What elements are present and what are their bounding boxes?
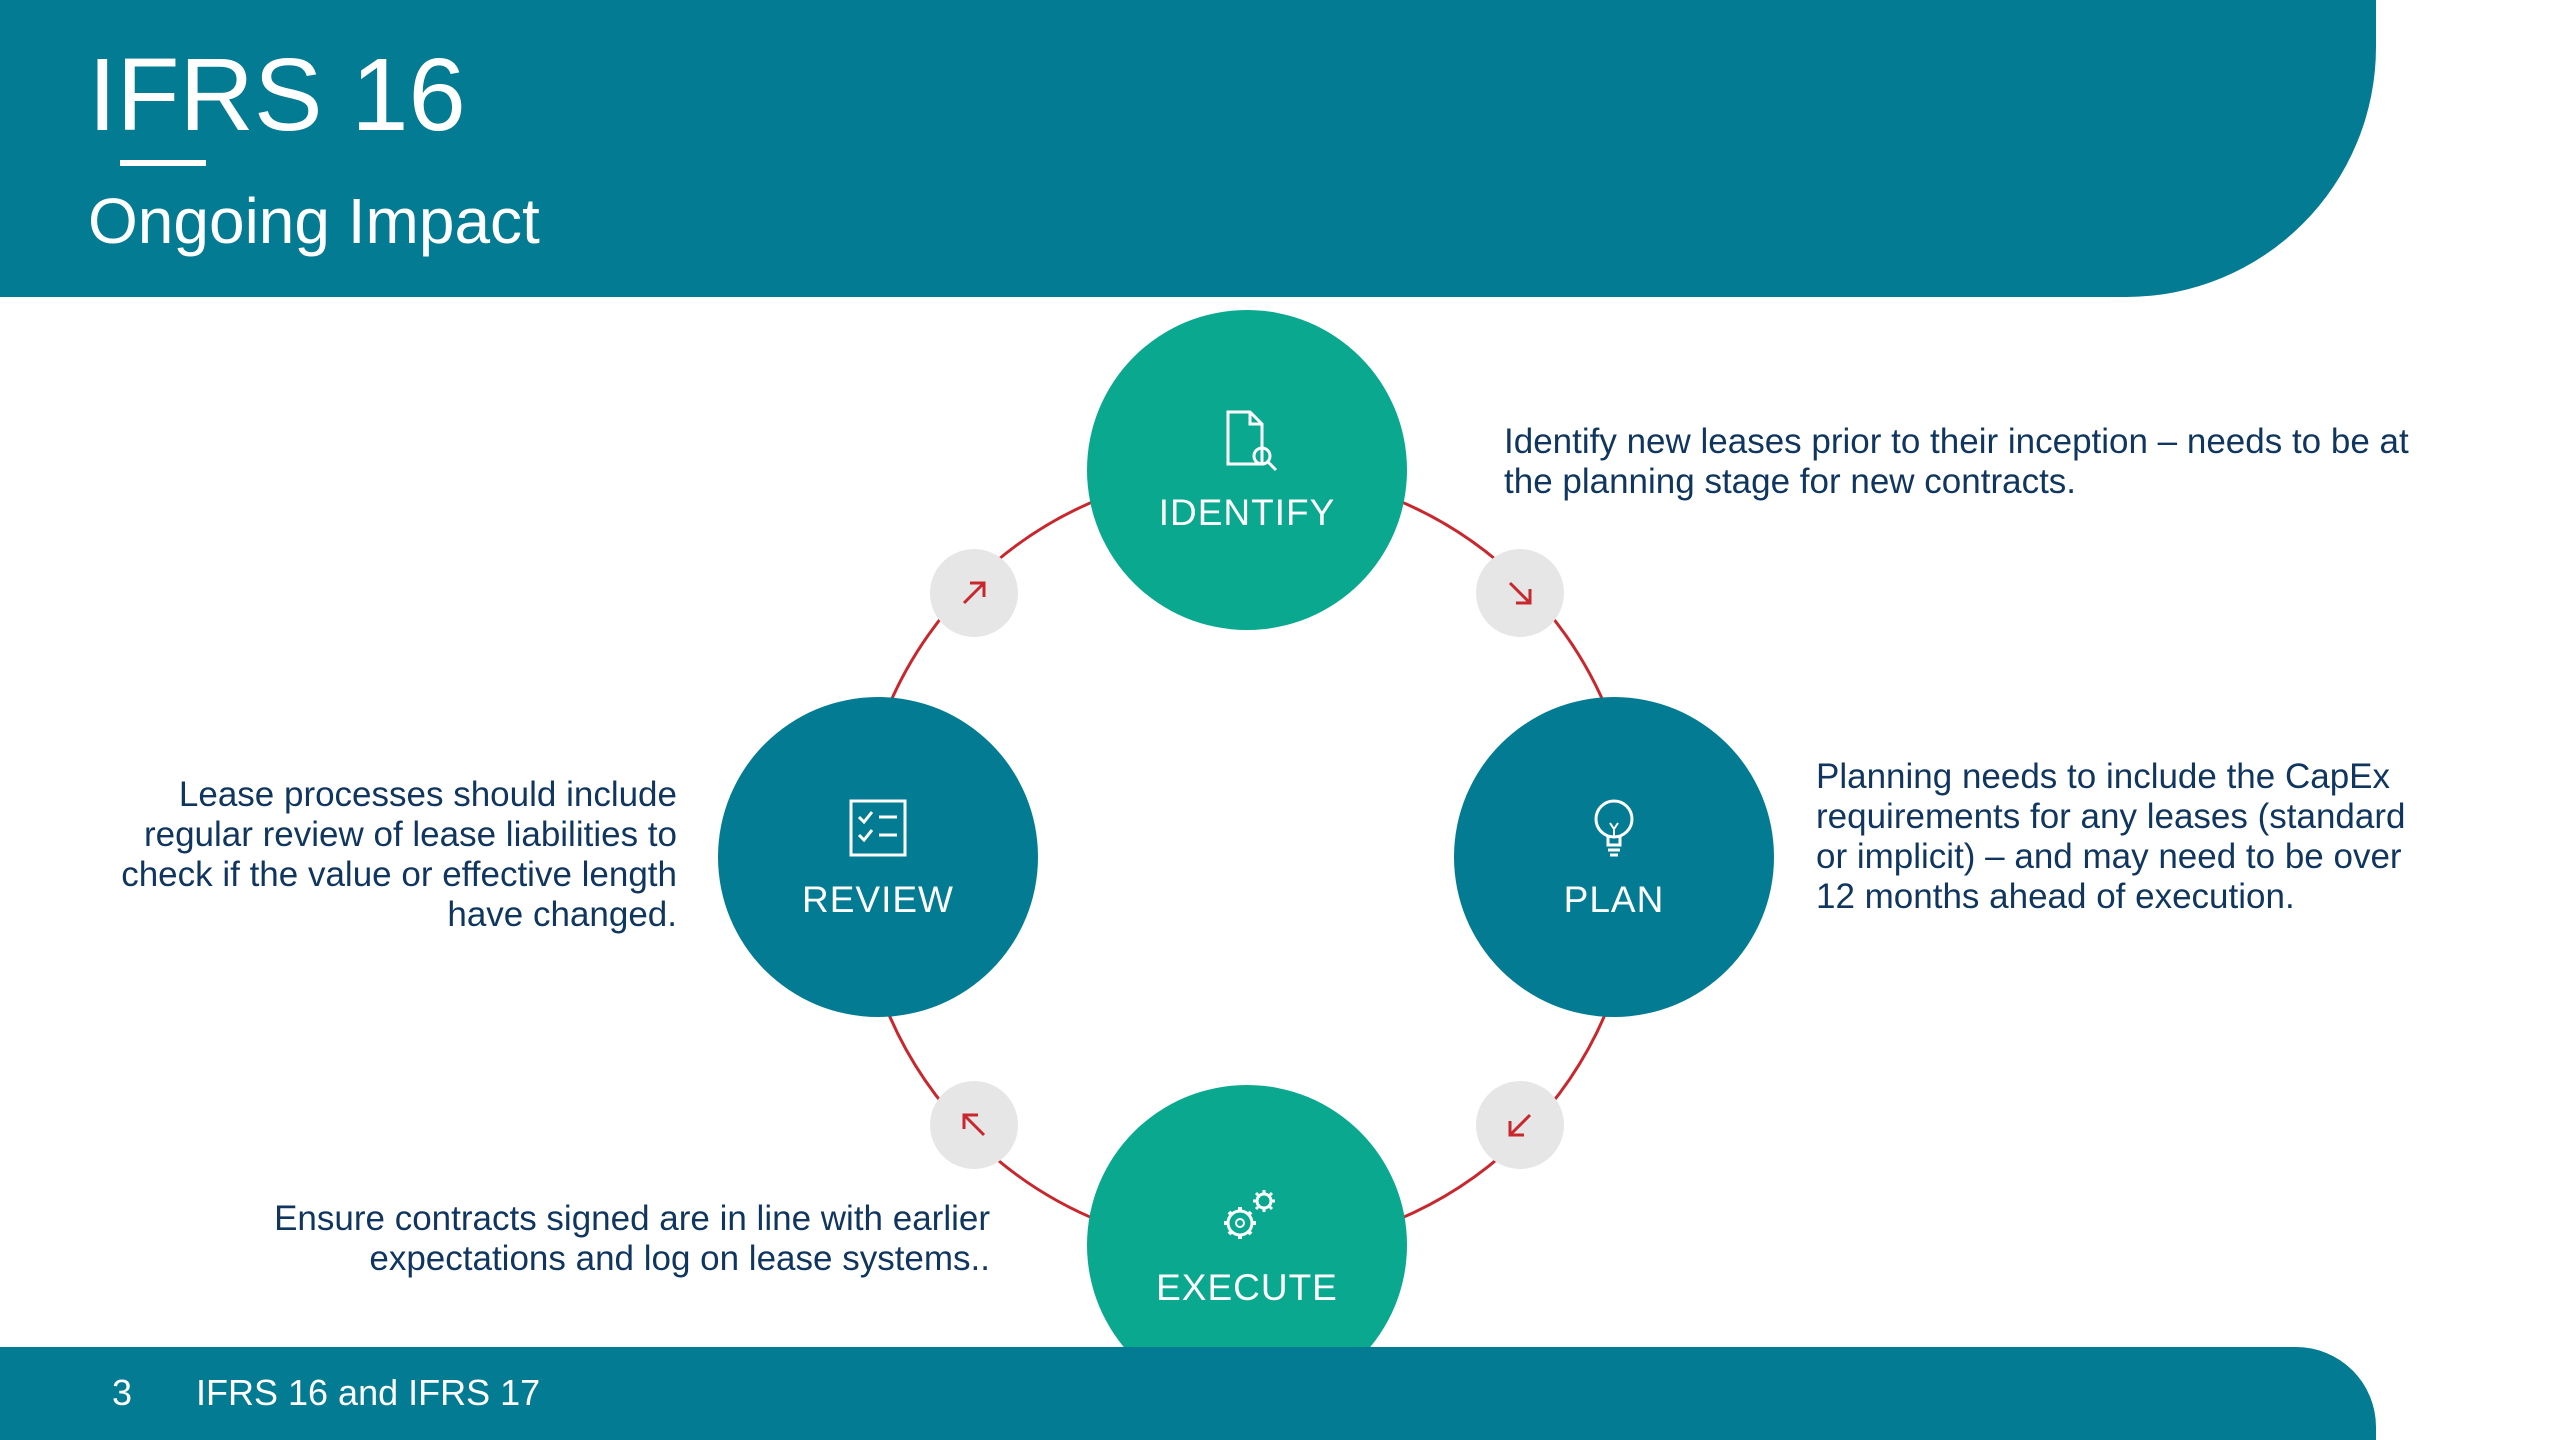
title-underline: [120, 160, 206, 166]
arrow-badge-plan-to-execute: [1476, 1081, 1564, 1169]
plan-description: Planning needs to include the CapEx requ…: [1816, 757, 2406, 916]
arrow-down-right-icon: [1508, 581, 1532, 605]
arrow-badge-identify-to-plan: [1476, 549, 1564, 637]
cycle-node-review: REVIEW: [718, 697, 1038, 1017]
arrow-up-left-icon: [962, 1113, 986, 1137]
header-band: [0, 0, 2376, 297]
cycle-node-execute-label: EXECUTE: [1156, 1267, 1338, 1308]
cycle-node-review-label: REVIEW: [802, 879, 954, 920]
page-number: 3: [112, 1372, 133, 1413]
cycle-node-plan: PLAN: [1454, 697, 1774, 1017]
gears-icon: [1224, 1190, 1275, 1239]
arrow-badge-review-to-identify: [930, 549, 1018, 637]
identify-description: Identify new leases prior to their incep…: [1504, 422, 2409, 501]
document-search-icon: [1226, 410, 1278, 472]
arrow-badge-execute-to-review: [930, 1081, 1018, 1169]
cycle-node-identify-label: IDENTIFY: [1158, 492, 1336, 533]
arrow-down-left-icon: [1508, 1113, 1532, 1137]
footer-band: [0, 1347, 2376, 1440]
footer-title: IFRS 16 and IFRS 17: [196, 1372, 541, 1413]
cycle-node-identify: IDENTIFY: [1087, 310, 1407, 630]
review-description: Lease processes should include regular r…: [121, 775, 677, 934]
cycle-node-plan-label: PLAN: [1563, 879, 1665, 920]
checklist-icon: [849, 799, 907, 857]
page-title: IFRS 16: [88, 37, 466, 152]
lightbulb-icon: [1594, 799, 1634, 857]
page-subtitle: Ongoing Impact: [88, 185, 540, 257]
arrow-up-right-icon: [962, 581, 986, 605]
execute-description: Ensure contracts signed are in line with…: [274, 1199, 990, 1278]
